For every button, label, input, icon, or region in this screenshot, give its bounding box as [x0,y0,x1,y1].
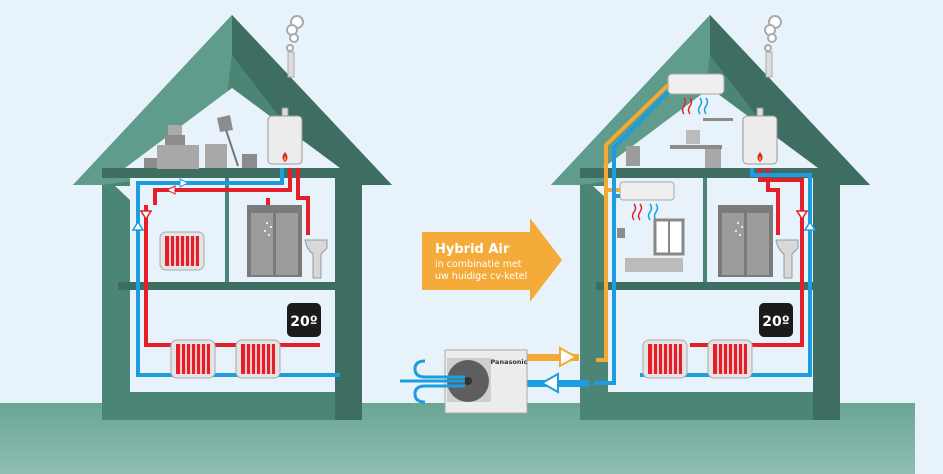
sink-icon [775,239,799,279]
shower-icon [247,205,302,277]
air-conditioner-attic [667,73,725,115]
thermostat-right[interactable]: 20º [759,303,793,337]
thermostat-temperature: 20º [290,314,317,330]
shower-icon [718,205,773,277]
airflow-icon [400,359,465,404]
arrow-title: Hybrid Air [435,242,510,257]
office-furniture [617,118,733,272]
boiler-icon [742,107,778,165]
heat-pump-outdoor-unit: Panasonic [400,346,589,414]
right-pipes [594,83,812,385]
radiator-icon [159,231,205,271]
radiator-icon [235,339,281,379]
hybrid-air-arrow: Hybrid Air in combinatie met uw huidige … [422,218,562,302]
radiator-icon [707,339,753,379]
boiler-icon [267,107,303,165]
radiator-icon [642,339,688,379]
heat-pump-brand: Panasonic [490,358,527,366]
radiator-icon [170,339,216,379]
thermostat-left[interactable]: 20º [287,303,321,337]
arrow-subtitle-2: uw huidige cv-ketel [435,271,527,282]
attic-boxes [144,115,257,169]
sink-icon [304,239,328,279]
left-house-current-boiler: 20º [72,14,393,421]
right-house-hybrid-air: 20º [550,14,871,421]
arrow-subtitle-1: in combinatie met [435,259,522,270]
thermostat-temperature: 20º [762,314,789,330]
